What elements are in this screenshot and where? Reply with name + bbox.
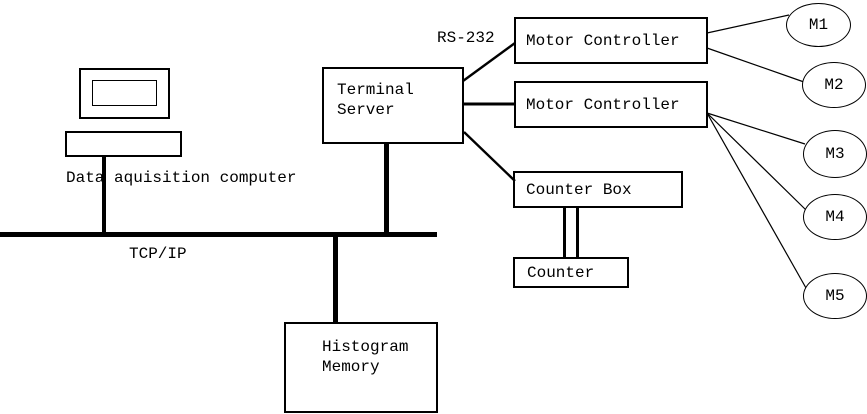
motor-m5-label: M5	[825, 287, 845, 305]
computer-keyboard-icon	[65, 131, 182, 157]
motor-controller-1-box: Motor Controller	[514, 17, 708, 64]
computer-monitor-icon	[79, 68, 170, 119]
edge-terminal-server-counterbox	[463, 131, 516, 182]
motor-m5-ellipse: M5	[803, 273, 867, 319]
counter-box-box: Counter Box	[513, 171, 683, 208]
motor-m1-ellipse: M1	[786, 3, 851, 47]
histogram-memory-label-line2: Memory	[322, 358, 380, 376]
terminal-server-box: Terminal Server	[322, 67, 464, 144]
histogram-memory-box: Histogram Memory	[284, 322, 438, 413]
edge-mc2-m5	[706, 112, 807, 289]
counter-box-label: Counter Box	[526, 180, 632, 199]
motor-m2-ellipse: M2	[802, 62, 866, 108]
terminal-server-label-line2: Server	[337, 101, 395, 119]
computer-screen-icon	[92, 80, 157, 106]
tcp-ip-label: TCP/IP	[129, 245, 187, 263]
rs-232-label: RS-232	[437, 29, 495, 47]
motor-controller-2-label: Motor Controller	[526, 95, 680, 114]
edge-mc2-m3	[706, 112, 806, 145]
motor-m4-ellipse: M4	[803, 194, 867, 240]
terminal-server-label-line1: Terminal	[337, 81, 414, 99]
motor-m2-label: M2	[824, 76, 844, 94]
computer-label: Data aquisition computer	[66, 169, 297, 187]
motor-controller-1-label: Motor Controller	[526, 31, 680, 50]
counter-box: Counter	[513, 257, 629, 288]
motor-m3-ellipse: M3	[803, 130, 867, 178]
edge-mc1-m1	[706, 14, 790, 34]
motor-m3-label: M3	[825, 145, 845, 163]
motor-controller-2-box: Motor Controller	[514, 81, 708, 128]
histogram-memory-label-line1: Histogram	[322, 338, 409, 356]
motor-m1-label: M1	[808, 16, 829, 34]
edge-mc1-m2	[706, 47, 805, 83]
edge-mc2-m4	[706, 112, 807, 211]
motor-m4-label: M4	[825, 208, 845, 226]
edge-terminal-server-mc1	[462, 42, 516, 82]
counter-label: Counter	[527, 263, 595, 282]
